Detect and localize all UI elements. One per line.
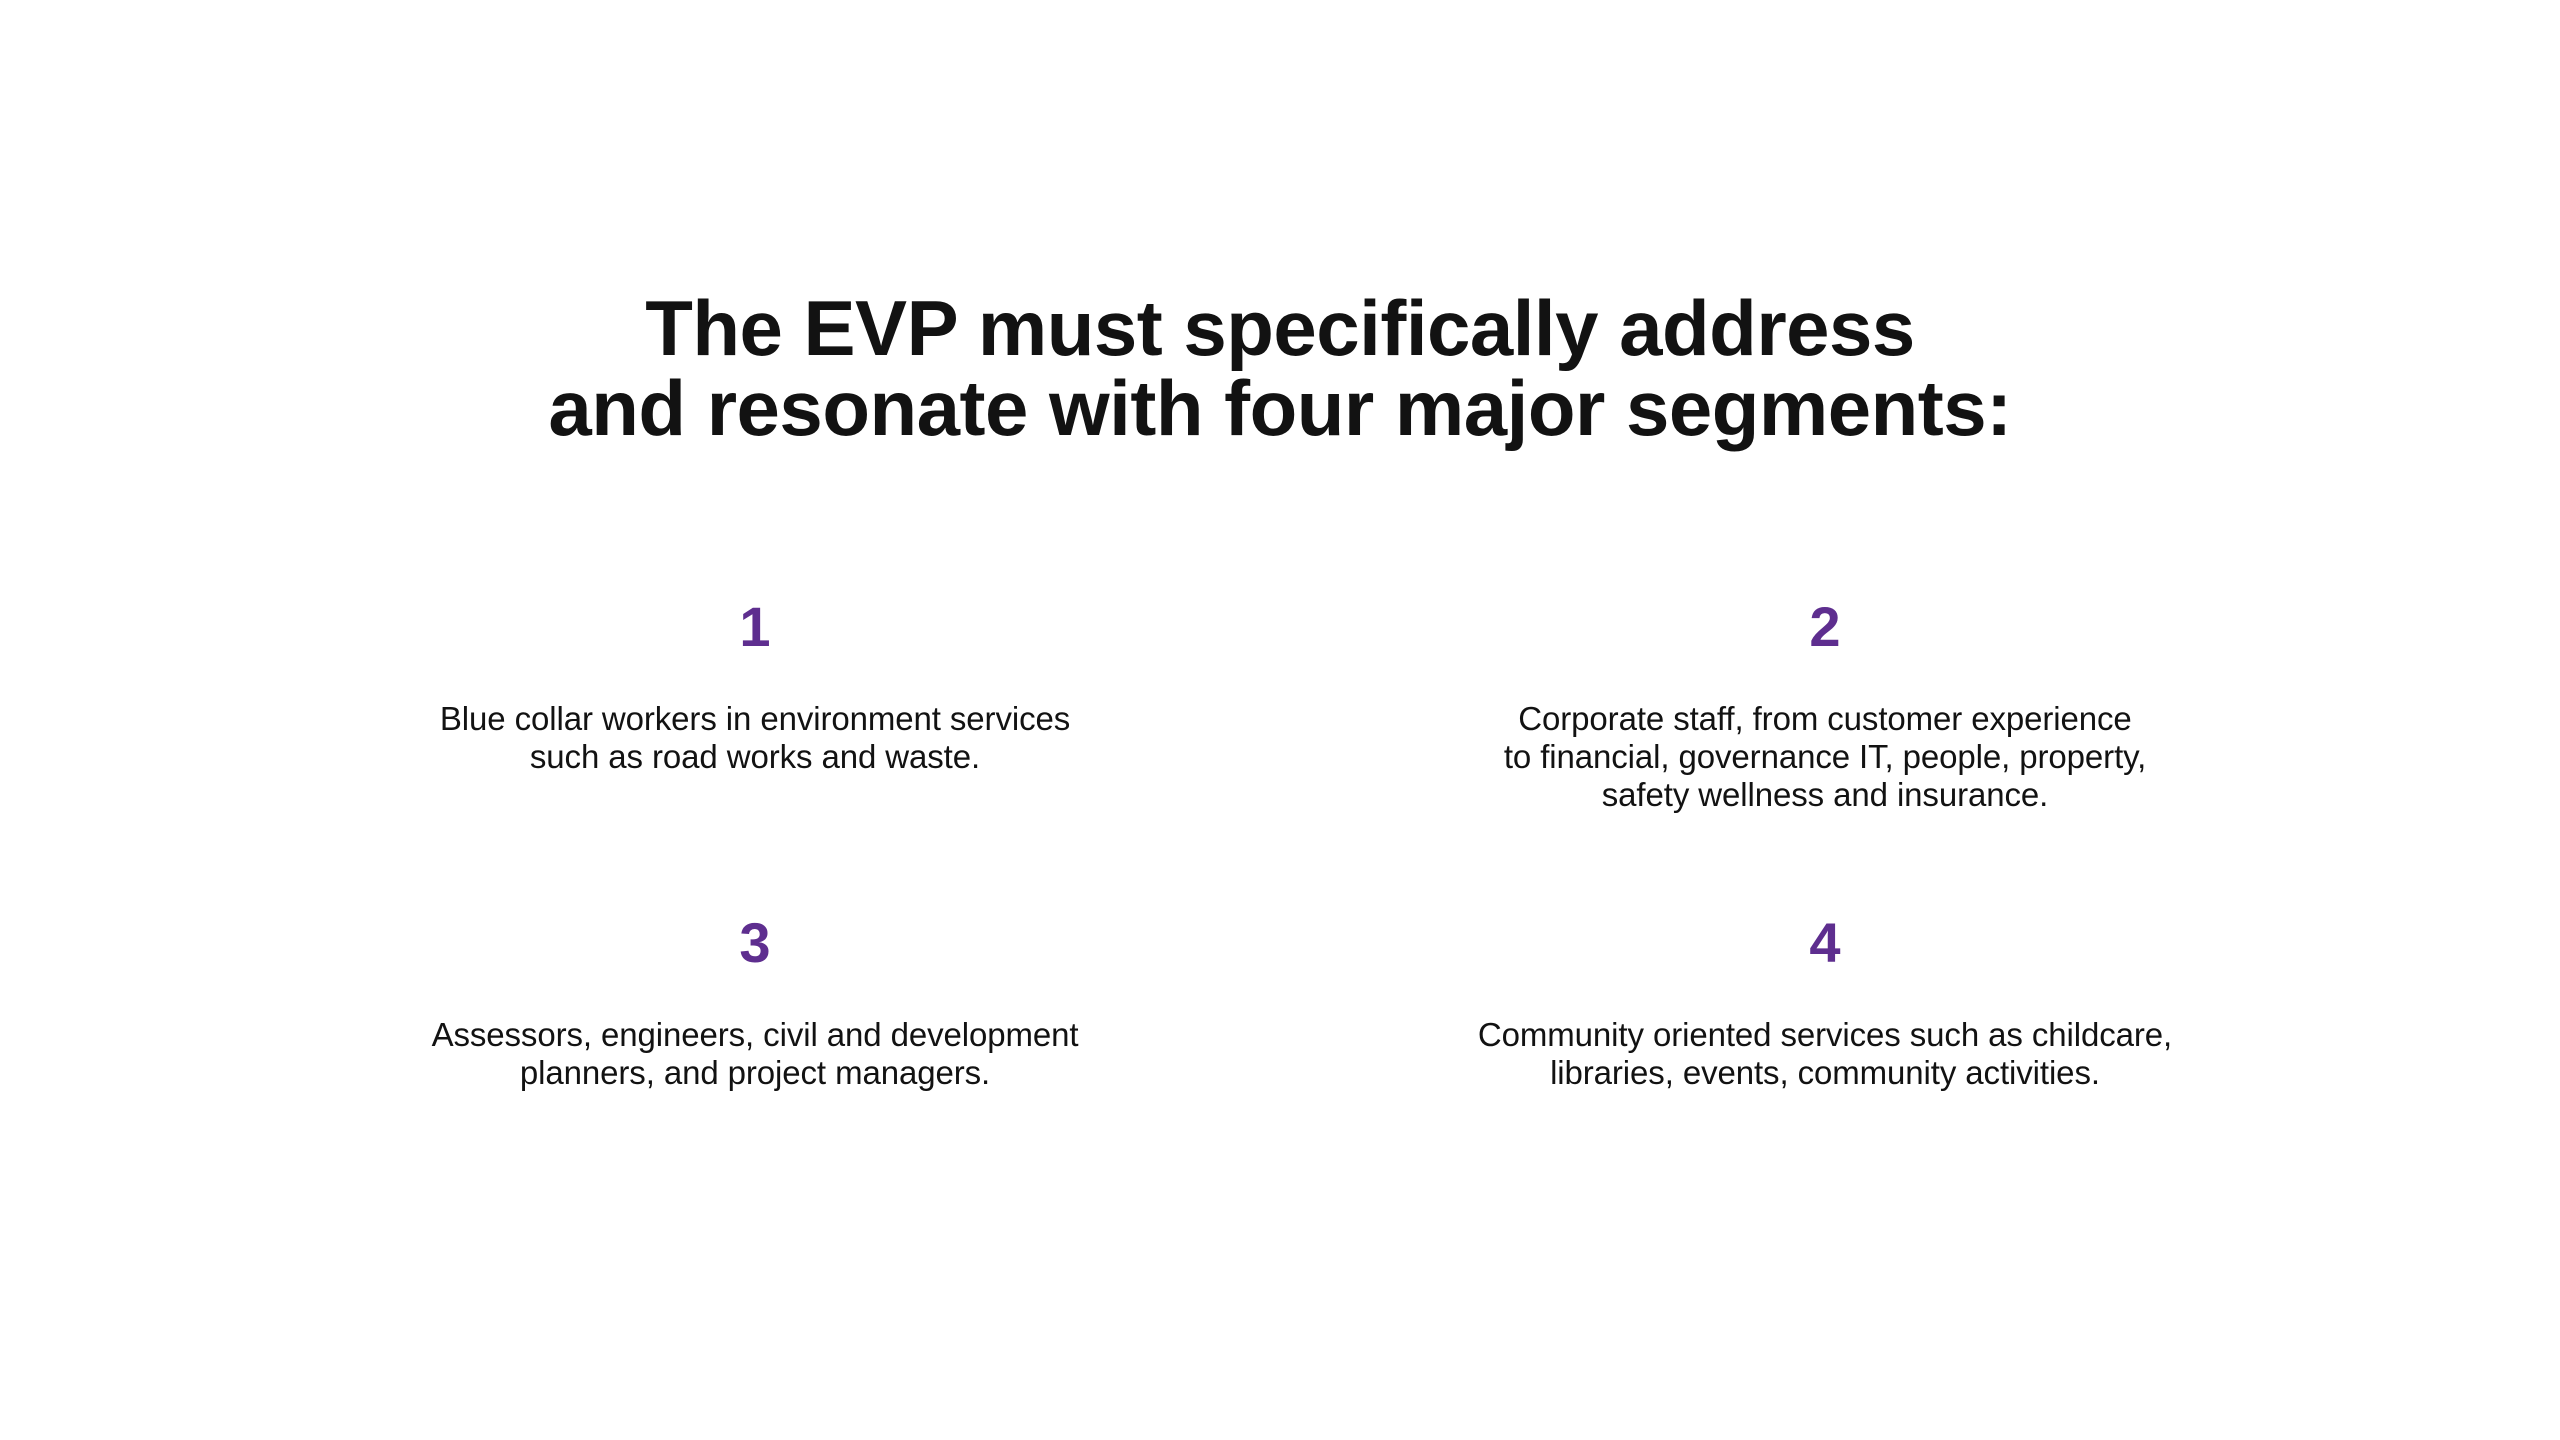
segment-4-line-2: libraries, events, community activities. (1550, 1054, 2100, 1091)
segment-item-4: 4 Community oriented services such as ch… (1400, 912, 2250, 1092)
segment-description-1: Blue collar workers in environment servi… (360, 700, 1150, 776)
segment-1-line-2: such as road works and waste. (529, 738, 981, 775)
segment-4-line-1: Community oriented services such as chil… (1477, 1016, 2173, 1053)
segment-3-line-2: planners, and project managers. (519, 1054, 991, 1091)
segment-item-1: 1 Blue collar workers in environment ser… (330, 596, 1180, 814)
segment-number-2: 2 (1809, 595, 1841, 658)
segment-2-line-1: Corporate staff, from customer experienc… (1518, 700, 2132, 737)
segment-description-2: Corporate staff, from customer experienc… (1430, 700, 2220, 814)
slide-title: The EVP must specifically address and re… (0, 288, 2560, 448)
segment-number-4: 4 (1809, 911, 1841, 974)
segment-2-line-2: to financial, governance IT, people, pro… (1503, 738, 2147, 775)
segment-2-line-3: safety wellness and insurance. (1601, 776, 2049, 813)
segment-description-4: Community oriented services such as chil… (1430, 1016, 2220, 1092)
segment-description-3: Assessors, engineers, civil and developm… (360, 1016, 1150, 1092)
segment-1-line-1: Blue collar workers in environment servi… (439, 700, 1071, 737)
segments-grid: 1 Blue collar workers in environment ser… (330, 596, 2250, 1092)
segment-item-3: 3 Assessors, engineers, civil and develo… (330, 912, 1180, 1092)
segment-number-1: 1 (739, 595, 771, 658)
segment-item-2: 2 Corporate staff, from customer experie… (1400, 596, 2250, 814)
segment-number-3: 3 (739, 911, 771, 974)
title-line-1: The EVP must specifically address (645, 284, 1915, 372)
title-line-2: and resonate with four major segments: (548, 364, 2012, 452)
segment-3-line-1: Assessors, engineers, civil and developm… (431, 1016, 1079, 1053)
